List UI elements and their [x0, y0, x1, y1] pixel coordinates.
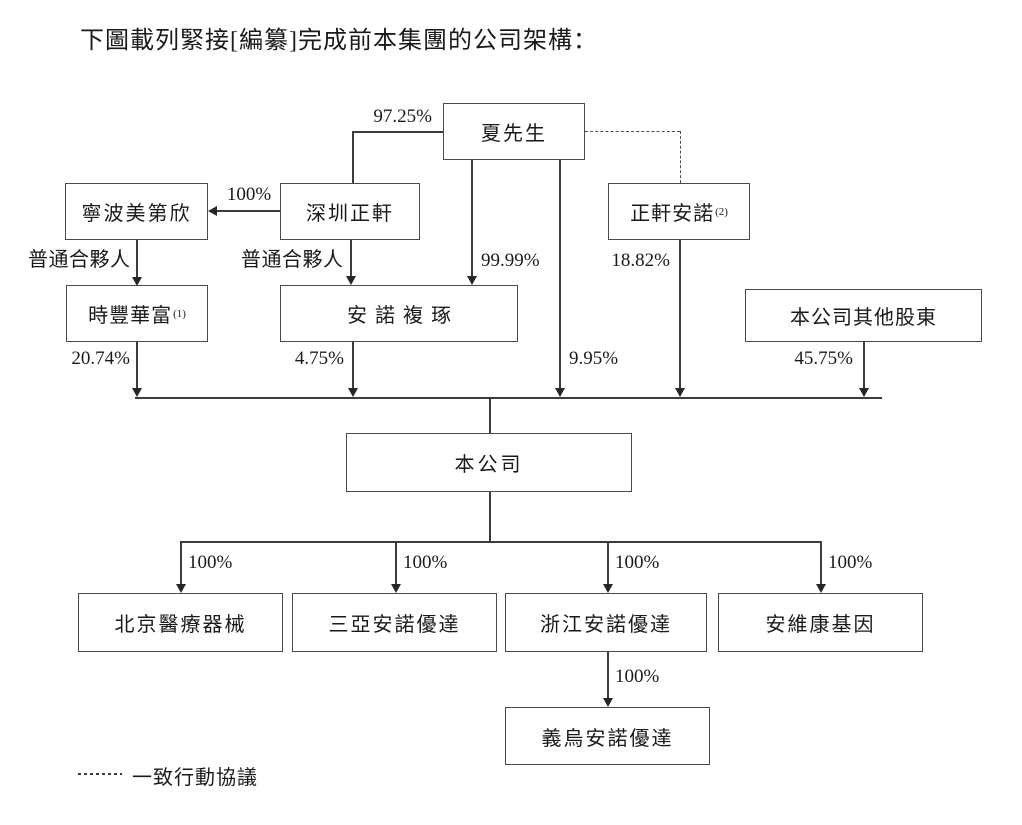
pct-xia-to-company: 9.95%: [569, 348, 619, 369]
node-label: 時豐華富: [88, 305, 173, 327]
shareholder-bus-line: [135, 397, 882, 399]
node-label-superscript: (2): [715, 205, 728, 218]
node-label-superscript: (1): [173, 307, 186, 320]
edge-xia-to-annuo-fuzhuo-arrow: [471, 160, 473, 276]
pct-shifeng-to-company: 20.74%: [71, 348, 130, 369]
node-beijing-medical: 北京醫療器械: [78, 593, 283, 652]
bus-to-company-line: [489, 397, 491, 433]
edge-zhengxuan-annuo-to-company-arrow: [679, 240, 681, 388]
pct-annuo-fuzhuo-to-company: 4.75%: [294, 348, 344, 369]
node-label: 浙江安諾優達: [540, 614, 672, 636]
edge-xia-to-company-arrow: [559, 160, 561, 388]
label-ningbo-general-partner: 普通合夥人: [28, 249, 131, 271]
node-label: 本公司: [454, 454, 524, 476]
node-label: 深圳正軒: [306, 203, 394, 225]
node-yiwu-annuoyouda: 義烏安諾優達: [505, 707, 710, 765]
pct-company-to-sanya: 100%: [403, 552, 448, 573]
pct-company-to-beijing: 100%: [188, 552, 233, 573]
edge-others-to-company-arrow: [863, 342, 865, 388]
node-shenzhen-zhengxuan: 深圳正軒: [280, 183, 420, 240]
edge-company-to-zhejiang-arrow: [607, 541, 609, 584]
edge-company-to-anweikang-arrow: [820, 541, 822, 584]
legend-dashed-line-sample: [78, 773, 122, 775]
edge-xia-to-shenzhen-vline: [352, 131, 354, 183]
edge-xia-to-zhengxuan-annuo-dashed-vline: [680, 131, 681, 183]
node-the-company: 本公司: [346, 433, 632, 492]
pct-xia-to-annuo-fuzhuo: 99.99%: [481, 250, 540, 271]
node-label: 夏先生: [481, 123, 547, 145]
edge-shenzhen-to-ningbo-arrow: [217, 210, 280, 212]
node-other-shareholders: 本公司其他股東: [745, 289, 982, 342]
edge-xia-to-zhengxuan-annuo-dashed-hline: [585, 131, 680, 132]
pct-company-to-anweikang: 100%: [828, 552, 873, 573]
node-ningbo-meidixin: 寧波美第欣: [65, 183, 208, 240]
node-sanya-annuoyouda: 三亞安諾優達: [292, 593, 497, 652]
edge-company-to-sanya-arrow: [395, 541, 397, 584]
node-label: 北京醫療器械: [114, 614, 247, 636]
edge-shifeng-to-company-arrow: [136, 342, 138, 388]
pct-company-to-zhejiang: 100%: [615, 552, 660, 573]
edge-ningbo-to-shifeng-arrow: [136, 240, 138, 277]
edge-annuo-fuzhuo-to-company-arrow: [352, 342, 354, 388]
node-label: 寧波美第欣: [81, 203, 192, 225]
company-to-distribution-line: [489, 492, 491, 541]
subsidiaries-distribution-line: [180, 541, 822, 543]
node-label: 三亞安諾優達: [328, 614, 461, 636]
node-label: 安諾複琢: [347, 305, 459, 327]
node-label: 正軒安諾: [630, 203, 715, 225]
edge-shenzhen-to-annuo-fuzhuo-arrow: [350, 240, 352, 276]
node-anweikang-gene: 安維康基因: [718, 593, 923, 652]
pct-zhengxuan-annuo-to-company: 18.82%: [611, 250, 670, 271]
pct-xia-to-shenzhen: 97.25%: [373, 106, 432, 127]
node-annuo-fuzhuo: 安諾複琢: [280, 285, 518, 342]
node-mr-xia: 夏先生: [443, 103, 585, 160]
node-label: 本公司其他股東: [790, 307, 937, 329]
edge-xia-to-shenzhen-hline: [352, 131, 443, 133]
legend-acting-in-concert-label: 一致行動協議: [132, 767, 258, 789]
page-title: 下圖載列緊接[編纂]完成前本集團的公司架構：: [80, 28, 598, 54]
node-label: 安維康基因: [765, 614, 876, 636]
node-shifeng-huafu: 時豐華富(1): [66, 285, 208, 342]
node-zhengxuan-annuo: 正軒安諾(2): [608, 183, 750, 240]
edge-company-to-beijing-arrow: [180, 541, 182, 584]
pct-others-to-company: 45.75%: [794, 348, 853, 369]
node-label: 義烏安諾優達: [541, 727, 674, 750]
label-shenzhen-general-partner: 普通合夥人: [241, 249, 344, 271]
pct-shenzhen-to-ningbo: 100%: [226, 184, 272, 205]
pct-zhejiang-to-yiwu: 100%: [615, 666, 660, 687]
edge-zhejiang-to-yiwu-arrow: [607, 652, 609, 698]
node-zhejiang-annuoyouda: 浙江安諾優達: [505, 593, 707, 652]
